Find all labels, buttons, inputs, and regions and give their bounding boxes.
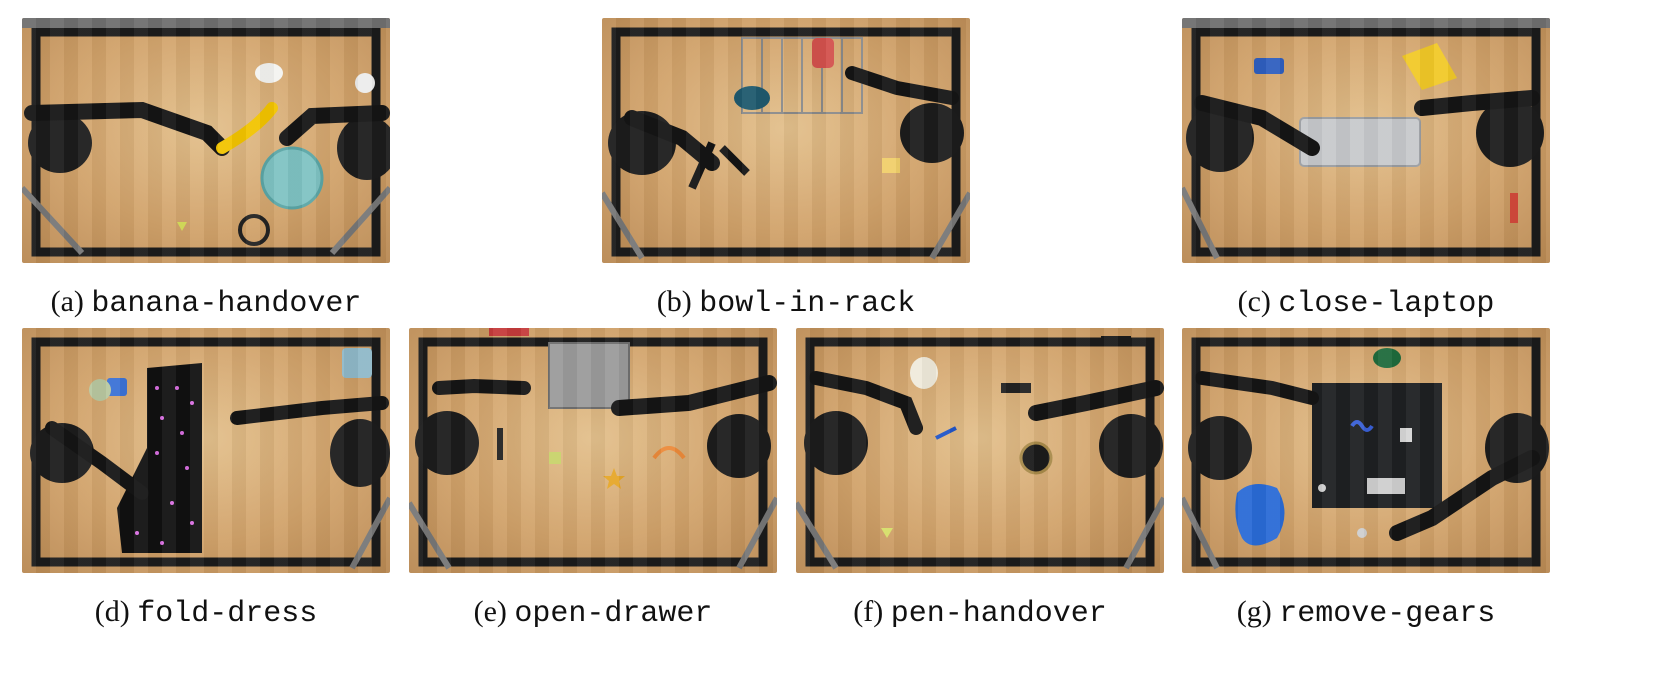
caption-task: fold-dress [137,597,318,631]
caption-label: (g) [1236,595,1272,628]
caption-bowl-in-rack: (b) bowl-in-rack [602,284,970,322]
caption-task: bowl-in-rack [699,287,916,321]
photo-remove-gears [1182,328,1550,573]
caption-label: (a) [50,285,84,318]
caption-label: (d) [94,595,130,628]
caption-pen-handover: (f) pen-handover [796,594,1164,632]
photo-open-drawer [409,328,777,573]
caption-task: pen-handover [890,597,1107,631]
photo-bowl-in-rack [602,18,970,263]
caption-open-drawer: (e) open-drawer [409,594,777,632]
caption-task: banana-handover [91,287,362,321]
photo-banana-handover [22,18,390,263]
caption-label: (b) [656,285,692,318]
caption-label: (f) [853,595,884,628]
photo-fold-dress [22,328,390,573]
caption-remove-gears: (g) remove-gears [1182,594,1550,632]
caption-label: (e) [473,595,507,628]
photo-close-laptop [1182,18,1550,263]
caption-banana-handover: (a) banana-handover [22,284,390,322]
caption-task: close-laptop [1278,287,1495,321]
photo-pen-handover [796,328,1164,573]
caption-label: (c) [1237,285,1271,318]
caption-close-laptop: (c) close-laptop [1182,284,1550,322]
caption-fold-dress: (d) fold-dress [22,594,390,632]
caption-task: remove-gears [1279,597,1496,631]
caption-task: open-drawer [514,597,713,631]
